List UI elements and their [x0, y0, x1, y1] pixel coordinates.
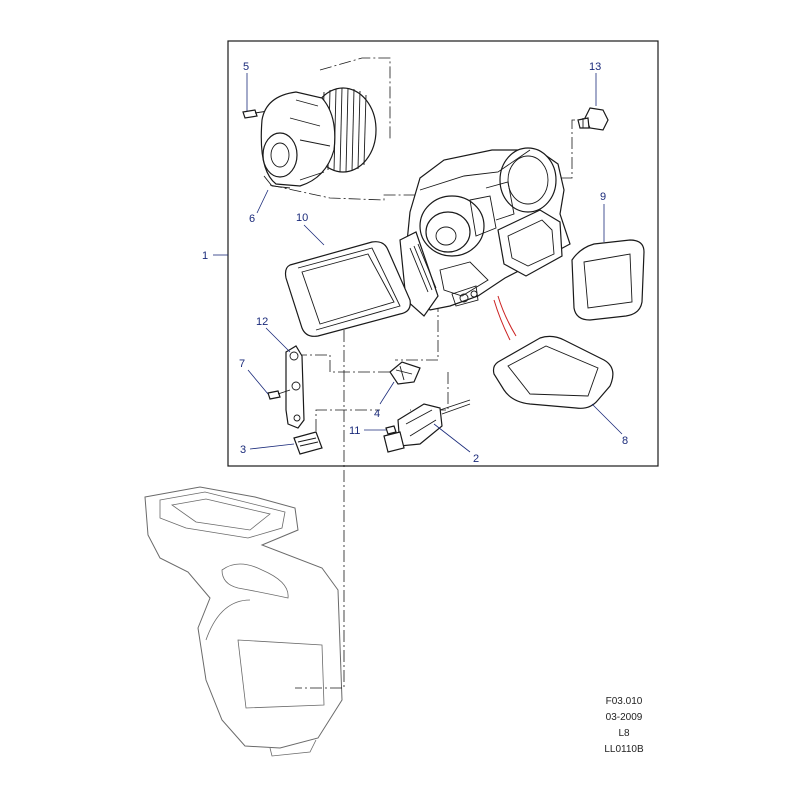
- part-12-bracket: [285, 345, 305, 429]
- part-3-resistor: [293, 431, 323, 455]
- part-6-blower-motor: [260, 87, 377, 189]
- callout-12: 12: [256, 316, 268, 328]
- wiring-red: [493, 295, 517, 341]
- callout-7: 7: [239, 358, 245, 370]
- part-9-seal: [571, 239, 645, 321]
- reference-codes: F03.010 03-2009 L8 LL0110B: [589, 694, 659, 758]
- callout-8: 8: [622, 435, 628, 447]
- figure-code: F03.010: [605, 696, 643, 707]
- callout-3: 3: [240, 444, 246, 456]
- part-7-screw: [267, 389, 291, 400]
- model-code: L8: [618, 728, 630, 739]
- callout-10: 10: [296, 212, 308, 224]
- callout-1: 1: [202, 250, 208, 262]
- part-11-screw: [385, 425, 397, 435]
- part-4-clip: [389, 361, 421, 385]
- drawing-code: LL0110B: [604, 744, 644, 755]
- leader-lines: [213, 73, 623, 453]
- part-2-actuator: [383, 399, 471, 453]
- part-10-seal: [284, 241, 411, 337]
- callout-2: 2: [473, 453, 479, 465]
- callout-11: 11: [349, 425, 360, 437]
- part-8-seal: [492, 335, 614, 409]
- date-code: 03-2009: [605, 712, 643, 723]
- part-13-connector: [577, 107, 609, 131]
- callout-13: 13: [589, 61, 601, 73]
- blower-housing-assembly: [399, 147, 571, 317]
- heater-housing-outline: [144, 486, 343, 757]
- callout-9: 9: [600, 191, 606, 203]
- callout-5: 5: [243, 61, 249, 73]
- callout-4: 4: [374, 408, 380, 420]
- assembly-frame: [227, 40, 659, 467]
- callout-6: 6: [249, 213, 255, 225]
